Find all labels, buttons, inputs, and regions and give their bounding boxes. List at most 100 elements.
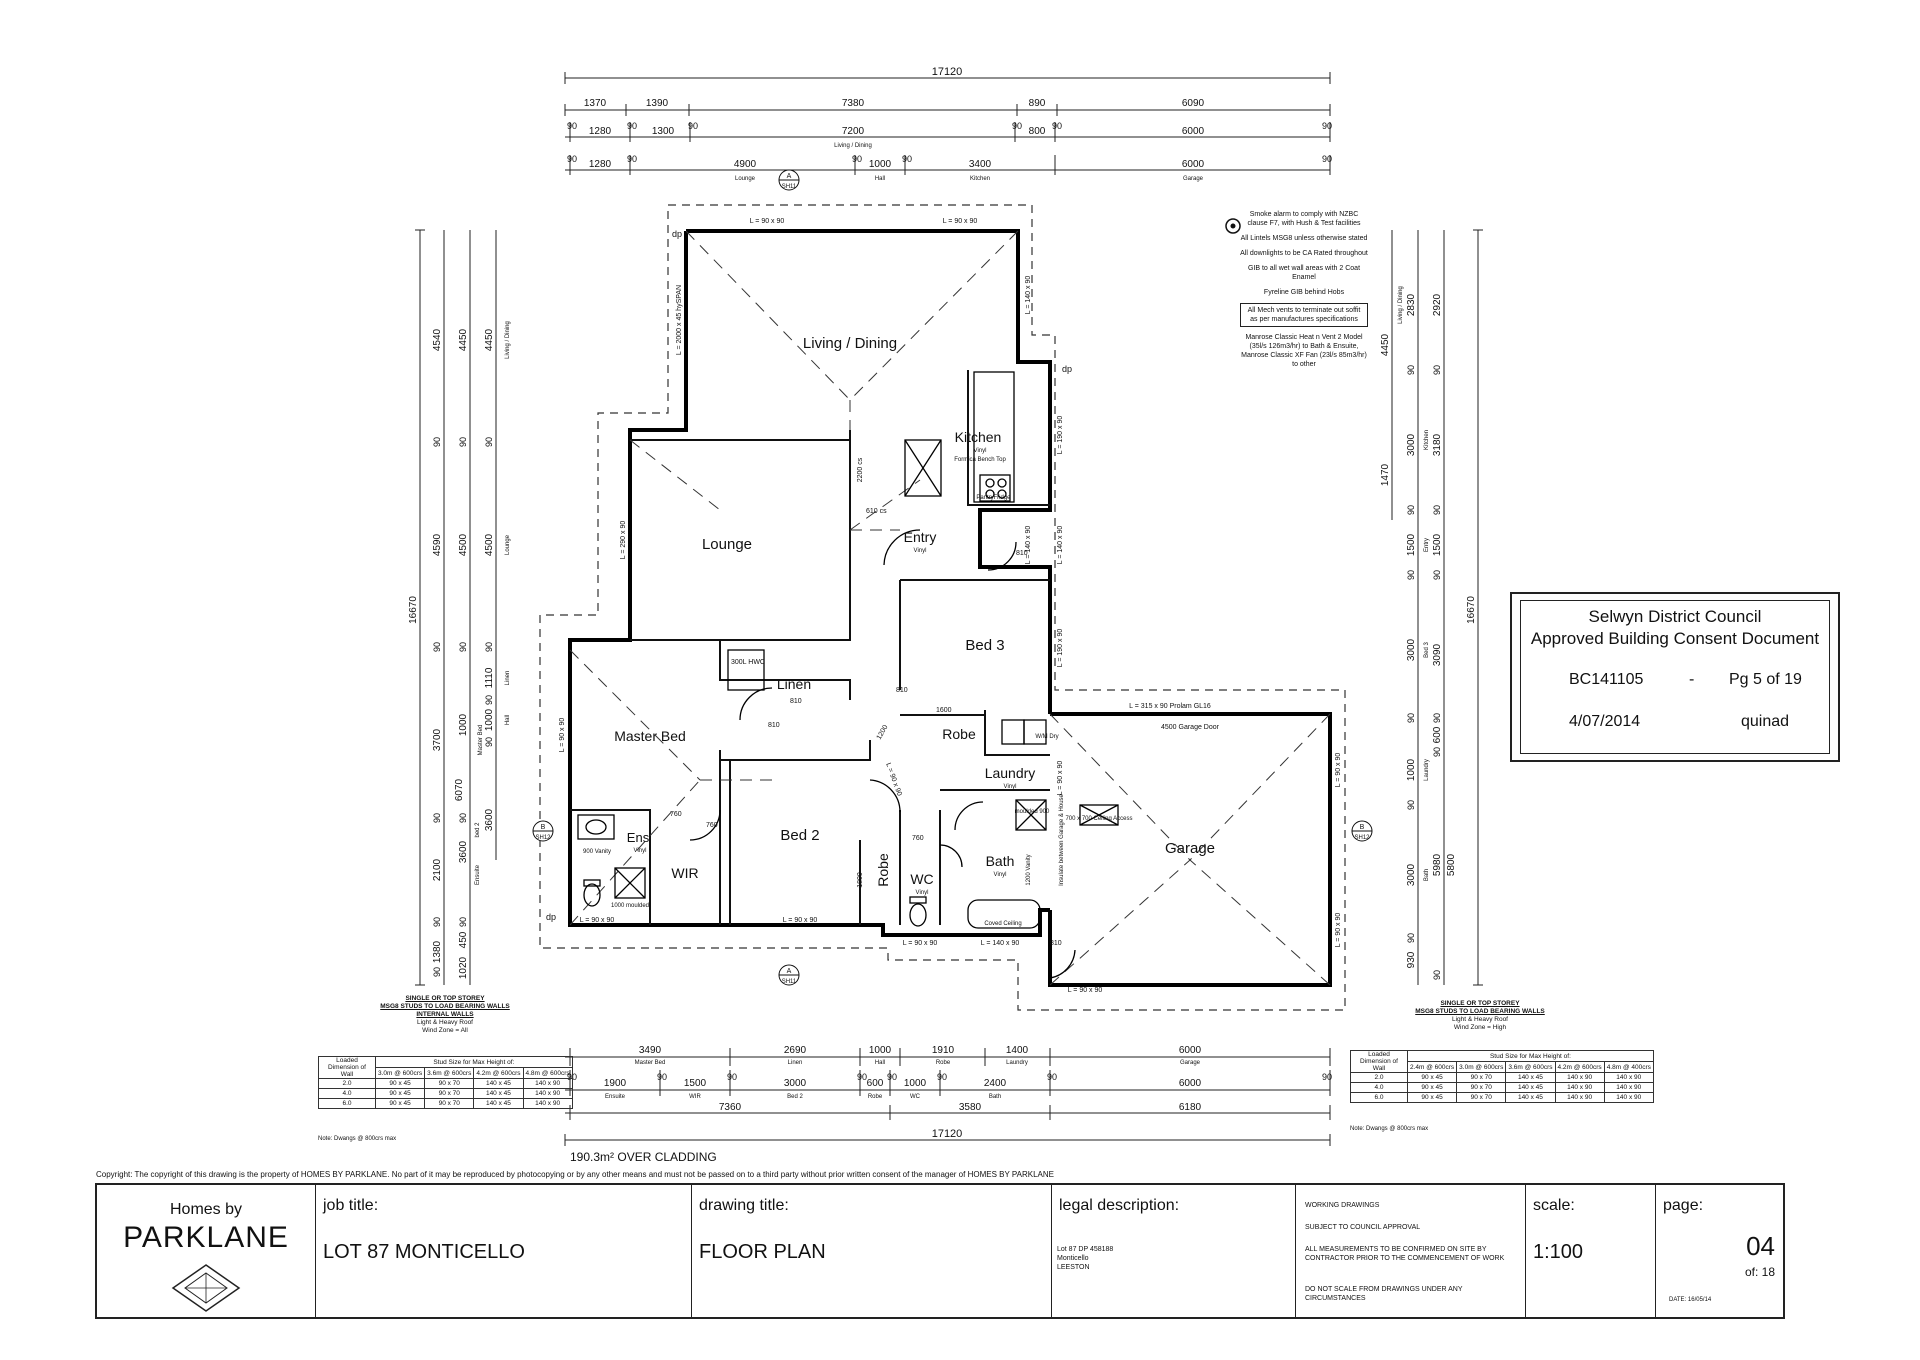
top-row3-label: Garage xyxy=(1183,176,1204,182)
right-outer-dim: 1500 xyxy=(1432,533,1443,556)
stud-right-col: 4.8m @ 400crs xyxy=(1603,1061,1654,1073)
room-linen: Linen xyxy=(777,676,811,692)
stud-left-cell: 4.0 xyxy=(318,1088,376,1099)
note-manrose: Manrose Classic Heat n Vent 2 Model (35l… xyxy=(1241,334,1367,368)
lintel-note: L = 90 x 90 xyxy=(783,917,818,924)
bottom-row1-label: Master Bed xyxy=(635,1060,666,1066)
fridge-label: Fridge xyxy=(993,495,1011,501)
bottom-row2-dim: 600 xyxy=(867,1078,884,1089)
page-cell: page: 04 of: 18 DATE: 16/05/14 xyxy=(1655,1185,1783,1317)
lintel-note: L = 140 x 90 xyxy=(1025,526,1032,565)
left-outer-dim: 3700 xyxy=(432,728,443,751)
bottom-dimensions: 3490 2690 1000 1910 1400 6000 Master Bed… xyxy=(564,1045,1332,1146)
left-mid-dim: 1020 xyxy=(458,956,469,979)
stud-left-cell: 140 x 90 xyxy=(522,1098,573,1109)
stud-right-head1: Loaded Dimension of Wall xyxy=(1350,1050,1408,1073)
left-mid-dim: 1000 xyxy=(458,713,469,736)
top-row1-dim: 6090 xyxy=(1182,98,1205,109)
bottom-row2-dim: 90 xyxy=(727,1072,737,1082)
bottom-row3-dim: 3580 xyxy=(959,1102,982,1113)
left-label: Master Bed xyxy=(478,725,484,756)
hwc-label: 300L HWC xyxy=(731,659,765,666)
left-inner-dim: 90 xyxy=(484,437,494,447)
stud-left-cell: 140 x 90 xyxy=(522,1078,573,1089)
section-b-left: B xyxy=(541,824,546,831)
stud-right-cell: 90 x 70 xyxy=(1456,1092,1507,1103)
top-row3-dim: 90 xyxy=(627,154,637,164)
bottom-row1-label: Linen xyxy=(788,1060,803,1066)
coved-ceiling: Coved Ceiling xyxy=(984,921,1021,927)
bottom-row1-label: Garage xyxy=(1180,1060,1201,1066)
right-label: Bed 3 xyxy=(1424,642,1430,658)
drawing-title-value: FLOOR PLAN xyxy=(699,1241,826,1263)
left-outer-dim: 90 xyxy=(432,437,442,447)
stud-left-note: Note: Dwangs @ 800crs max xyxy=(318,1136,397,1142)
right-inner-dim: 3000 xyxy=(1406,638,1417,661)
stud-right-cell: 140 x 45 xyxy=(1505,1072,1556,1083)
section-b-right: B xyxy=(1360,824,1365,831)
bottom-row1-label: Robe xyxy=(936,1060,951,1066)
bottom-row2-label: Ensuite xyxy=(605,1094,626,1100)
right-outer-dim: 600 xyxy=(1432,726,1443,743)
lintel-annotations: L = 90 x 90 L = 90 x 90 L = 140 x 90 L =… xyxy=(546,218,1342,994)
job-title-label: job title: xyxy=(323,1197,379,1214)
lintel-note: L = 90 x 90 xyxy=(750,218,785,225)
stud-right-head2: Stud Size for Max Height of: xyxy=(1407,1050,1654,1062)
stamp-dash: - xyxy=(1689,671,1695,688)
door-dim: 760 xyxy=(912,835,924,842)
right-outer-dim: 90 xyxy=(1432,505,1442,515)
bath-vanity: 1200 Vanity xyxy=(1026,854,1032,885)
stud-left-head1: Loaded Dimension of Wall xyxy=(318,1056,376,1079)
working-line: DO NOT SCALE FROM DRAWINGS UNDER ANY CIR… xyxy=(1305,1286,1463,1302)
room-robe1: Robe xyxy=(942,726,976,742)
left-label: bed 2 xyxy=(475,822,481,838)
bottom-row2-label: WIR xyxy=(689,1094,701,1100)
room-laundry: Laundry xyxy=(985,765,1036,781)
bottom-row2-dim: 90 xyxy=(887,1072,897,1082)
right-label: Entry xyxy=(1424,538,1430,552)
bottom-overall-dim: 17120 xyxy=(932,1128,963,1140)
stud-left-cell: 90 x 45 xyxy=(374,1088,426,1099)
top-row3-dim: 90 xyxy=(567,154,577,164)
top-row2-dim: 90 xyxy=(1012,121,1022,131)
left-mid-dim: 90 xyxy=(458,813,468,823)
lintel-note: L = 2000 x 45 hySPAN xyxy=(676,285,683,355)
stud-table-left-caption: SINGLE OR TOP STOREY MSG8 STUDS TO LOAD … xyxy=(355,995,535,1035)
legal-line: LEESTON xyxy=(1057,1264,1090,1271)
bottom-row2-label: WC xyxy=(910,1094,921,1100)
council-approval-stamp: Selwyn District Council Approved Buildin… xyxy=(1510,592,1840,762)
top-row3-label: Kitchen xyxy=(970,176,990,182)
right-inner-dim: 90 xyxy=(1406,933,1416,943)
top-dimensions: 17120 1370 1390 7380 890 6090 90 1280 90… xyxy=(564,66,1332,182)
left-inner-dim: 3600 xyxy=(484,808,495,831)
left-label: Linen xyxy=(505,671,511,686)
right-extra-dim: 5800 xyxy=(1446,853,1457,876)
section-b-left-sheet: SH12 xyxy=(535,835,551,841)
section-a-bottom-sheet: SH11 xyxy=(782,979,797,985)
general-notes: Smoke alarm to comply with NZBC clause F… xyxy=(1240,210,1368,375)
left-outer-dim: 1380 xyxy=(432,940,443,963)
left-inner-dim: 90 xyxy=(484,642,494,652)
top-row3-label: Lounge xyxy=(735,176,756,182)
right-inner-dim: 930 xyxy=(1406,951,1417,968)
ens-shower: 1000 moulded xyxy=(611,903,649,909)
stud-right-cell: 140 x 90 xyxy=(1554,1092,1605,1103)
left-dimensions: 16670 4540 90 4590 90 3700 90 2100 90 13… xyxy=(408,229,511,986)
top-row2-dim: 800 xyxy=(1029,126,1046,137)
stud-right-cell: 140 x 90 xyxy=(1554,1082,1605,1093)
note-smoke: Smoke alarm to comply with NZBC clause F… xyxy=(1247,211,1361,227)
right-outer-dim: 90 xyxy=(1432,713,1442,723)
room-entry: Entry xyxy=(904,529,937,545)
stud-right-cap3: Light & Heavy Roof xyxy=(1451,1016,1508,1023)
lintel-note: L = 90 x 90 xyxy=(903,940,938,947)
stamp-ref: BC141105 xyxy=(1569,671,1644,688)
top-row2-dim: 90 xyxy=(627,121,637,131)
stud-right-cell: 90 x 70 xyxy=(1456,1072,1507,1083)
page-label: page: xyxy=(1663,1197,1704,1214)
room-labels: Living / Dining Kitchen Vinyl Formica Be… xyxy=(583,335,1220,927)
stud-right-col: 3.0m @ 600crs xyxy=(1456,1061,1507,1073)
top-row2-dim: 1300 xyxy=(652,126,675,137)
right-inner-dim: 90 xyxy=(1406,800,1416,810)
top-row3-dim: 1000 xyxy=(869,159,892,170)
bottom-row2-dim: 90 xyxy=(857,1072,867,1082)
